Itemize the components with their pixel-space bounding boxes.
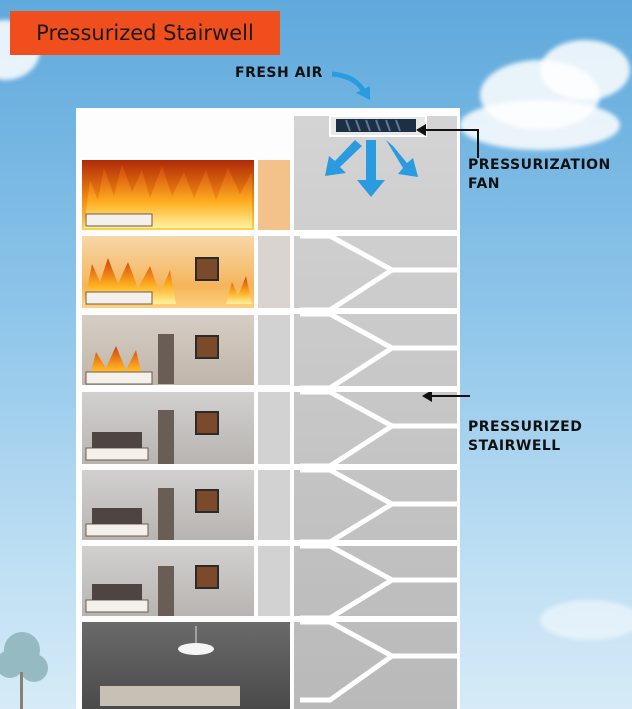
left-arrow-icon (325, 140, 362, 176)
fan-blades (345, 119, 401, 132)
cloud (540, 600, 632, 640)
fresh-air-label: FRESH AIR (235, 65, 323, 81)
stair-flights (300, 233, 457, 703)
corridor-floor-1 (258, 546, 290, 616)
cloud (460, 100, 620, 150)
corridor-floor-4 (258, 315, 290, 385)
corridor-floor-2 (258, 470, 290, 540)
right-arrow-icon (386, 140, 418, 177)
corridor-floor-6 (258, 160, 290, 230)
ceiling-lamp (178, 643, 214, 655)
lobby-bench (100, 686, 240, 706)
corridor-floor-3 (258, 392, 290, 464)
fan-pointer-arrowhead (416, 124, 426, 136)
pressurization-fan-label: PRESSURIZATION FAN (468, 157, 611, 192)
fresh-air-arrow (331, 71, 367, 94)
cloud (540, 40, 630, 100)
air-flow-arrows (325, 140, 418, 197)
tree-trunk (20, 672, 23, 709)
beds (85, 213, 153, 613)
tree (0, 632, 48, 682)
title-banner: Pressurized Stairwell (10, 11, 280, 55)
pressurized-stairwell-label: PRESSURIZED STAIRWELL (468, 419, 583, 454)
page-title: Pressurized Stairwell (36, 21, 254, 45)
stairwell-shaft (294, 116, 457, 709)
wall-paintings (195, 257, 219, 589)
wardrobes (158, 334, 174, 616)
stair-landings (294, 230, 457, 622)
stair-pointer-arrowhead (422, 390, 432, 402)
fresh-air-arrowhead (356, 86, 370, 100)
corridor-floor-5 (258, 236, 290, 308)
down-arrow-icon (357, 140, 385, 197)
fan-pointer-arrow (420, 129, 479, 158)
headboards (92, 432, 142, 600)
